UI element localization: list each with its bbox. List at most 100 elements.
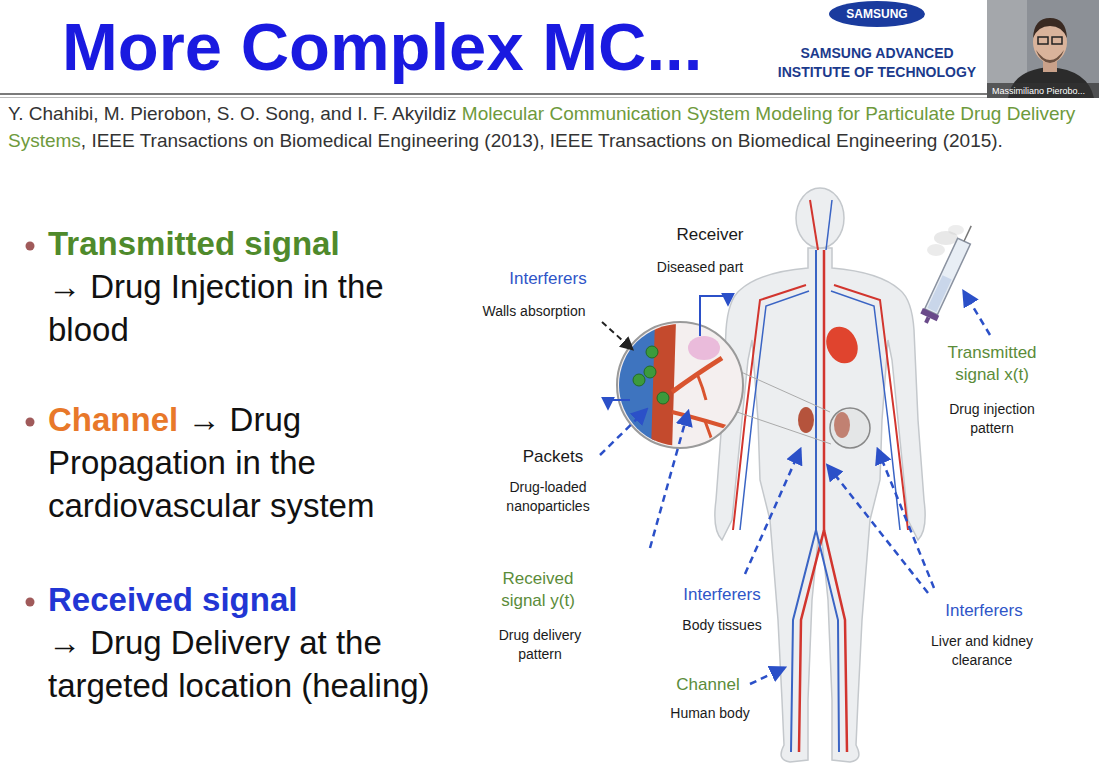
syringe-part-part [924, 317, 930, 324]
magnified-vessel-part-part [698, 376, 706, 400]
human-body-part [740, 291, 809, 530]
syringe-part-part [925, 238, 971, 315]
human-body-part [820, 321, 863, 368]
bullet-text: → Drug Delivery at the targeted location… [48, 621, 443, 707]
bullet-item: Received signal→ Drug Delivery at the ta… [48, 578, 443, 707]
callout-note: Drug delivery pattern [485, 626, 595, 664]
label-holder: Massimiliano Pierobo... [992, 85, 1085, 97]
pointer-arrows-part [600, 410, 646, 455]
header-rule [0, 97, 987, 98]
syringe-part [948, 225, 964, 235]
callout-label: Receiver [676, 224, 743, 245]
magnified-vessel-part-part [705, 421, 716, 452]
callout-label: Received signal y(t) [483, 568, 593, 612]
callout-label: Interferers [509, 268, 586, 289]
label-holder: Body tissues [682, 616, 761, 634]
pointer-arrows-part [750, 668, 784, 684]
magnified-vessel [617, 320, 743, 452]
pointer-arrows-part [608, 400, 630, 408]
webcam-feed [987, 0, 1099, 98]
header-rule [0, 93, 987, 95]
webcam-feed-part [1036, 50, 1064, 63]
magnified-vessel-part [646, 346, 658, 358]
pointer-arrows [600, 292, 990, 684]
magnified-vessel-part [617, 322, 743, 448]
bullet-dot [26, 418, 35, 427]
callout-note: Drug-loaded nanoparticles [486, 478, 611, 516]
magnified-vessel-part [644, 366, 656, 378]
label-holder: Liver and kidney clearance [917, 632, 1047, 670]
pointer-arrows-part [745, 450, 800, 574]
syringe-part-part [964, 226, 971, 241]
human-body-part [791, 250, 816, 752]
bullet-text: → Drug Injection in the blood [48, 265, 443, 351]
label-holder: SAMSUNG [846, 7, 907, 21]
magnified-vessel-part-part [617, 320, 655, 452]
label-holder: Diseased part [657, 258, 743, 276]
webcam-feed-part [1038, 37, 1048, 44]
label-holder: Packets [523, 446, 583, 467]
label-holder: Drug-loaded nanoparticles [486, 478, 611, 516]
human-body-part [830, 408, 870, 448]
zoom-line [741, 372, 830, 412]
label-holder: Interferers [683, 584, 760, 605]
callout-label: Transmitted signal x(t) [930, 342, 1055, 386]
presenter-name: Massimiliano Pierobo... [992, 85, 1085, 97]
callout-note: Walls absorption [483, 302, 586, 320]
magnified-vessel-part-part [688, 336, 720, 360]
callout-label: Interferers [683, 584, 760, 605]
pointer-arrows-part [602, 322, 632, 349]
magnified-vessel-part-part [672, 358, 722, 392]
webcam-feed-part [987, 83, 1099, 98]
human-body-part [715, 248, 925, 762]
webcam-feed-part [987, 0, 1099, 98]
syringe-part-part [927, 275, 951, 312]
zoom-line [737, 412, 831, 444]
human-body-part [798, 407, 814, 433]
webcam-feed-part [1033, 18, 1067, 38]
callout-note: Liver and kidney clearance [917, 632, 1047, 670]
syringe [918, 222, 980, 327]
label-holder: Transmitted signal x(t) [930, 342, 1055, 386]
label-holder: Interferers [509, 268, 586, 289]
human-body [715, 188, 925, 762]
callout-note: Diseased part [657, 258, 743, 276]
slide-title: More Complex MC... [62, 5, 702, 89]
citation-venue: , IEEE Transactions on Biomedical Engine… [81, 130, 1003, 151]
pointer-arrows-part [878, 450, 934, 588]
callout-note: Human body [670, 704, 749, 722]
bullet-dot [26, 598, 35, 607]
bullet-heading: Channel [48, 401, 178, 438]
label-holder: Receiver [676, 224, 743, 245]
human-body-part [796, 188, 844, 248]
bullet-item: Channel→ Drug Propagation in the cardiov… [48, 398, 443, 527]
citation-authors: Y. Chahibi, M. Pierobon, S. O. Song, and… [8, 103, 457, 124]
label-holder: SAMSUNG ADVANCED INSTITUTE OF TECHNOLOGY [768, 44, 986, 82]
magnified-vessel-part-part [651, 320, 676, 452]
label-holder: Walls absorption [483, 302, 586, 320]
human-body-part [810, 200, 818, 250]
label-holder: Received signal y(t) [483, 568, 593, 612]
syringe-part [918, 222, 980, 327]
magnified-vessel-part [633, 374, 645, 386]
bullet-dot [26, 242, 35, 251]
label-holder: Drug delivery pattern [485, 626, 595, 664]
callout-label: Packets [523, 446, 583, 467]
callout-note: Body tissues [682, 616, 761, 634]
syringe-part [927, 244, 945, 256]
human-body-part [824, 530, 847, 752]
logo-text: SAMSUNG [846, 7, 907, 21]
human-body-part [834, 285, 908, 530]
label-holder: Human body [670, 704, 749, 722]
webcam-feed-part [1052, 37, 1062, 44]
institute-name: SAMSUNG ADVANCED INSTITUTE OF TECHNOLOGY [768, 44, 986, 82]
bullet-heading: Transmitted signal [48, 222, 443, 265]
citation: Y. Chahibi, M. Pierobon, S. O. Song, and… [8, 100, 1093, 154]
bullet-item: Transmitted signal→ Drug Injection in th… [48, 222, 443, 351]
callout-label: Channel [676, 674, 739, 695]
pointer-arrows-part [828, 466, 928, 593]
label-holder: Channel [676, 674, 739, 695]
pointer-arrows-part [964, 292, 990, 335]
pointer-arrows-part [700, 296, 728, 336]
